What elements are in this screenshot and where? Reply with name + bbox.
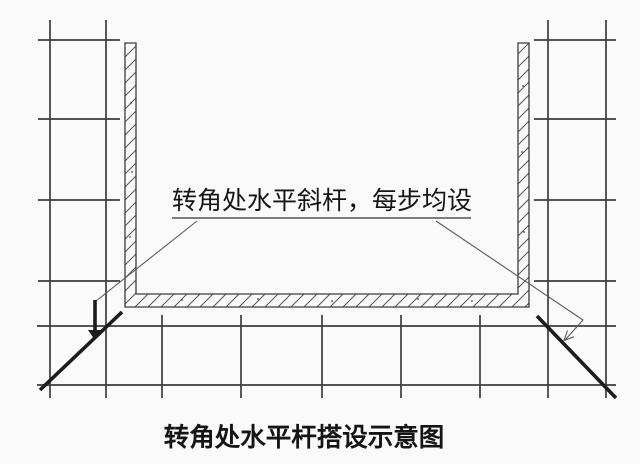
down-arrow-head-icon	[88, 330, 102, 340]
annotation-label: 转角处水平斜杆，每步均设	[172, 186, 472, 215]
leader-line-right	[435, 220, 584, 341]
left-callout	[88, 220, 198, 340]
leader-line-left	[95, 220, 198, 302]
leader-arrowhead-icon	[563, 330, 575, 342]
diagram-caption: 转角处水平杆搭设示意图	[164, 423, 445, 453]
corner-wall-hatched	[124, 42, 530, 308]
horizontal-diagonal-rod-right	[535, 314, 618, 400]
right-callout	[435, 220, 584, 342]
scaffold-grid	[37, 20, 616, 398]
wall-texture-dots	[129, 85, 525, 302]
horizontal-diagonal-rod-left	[38, 310, 124, 392]
